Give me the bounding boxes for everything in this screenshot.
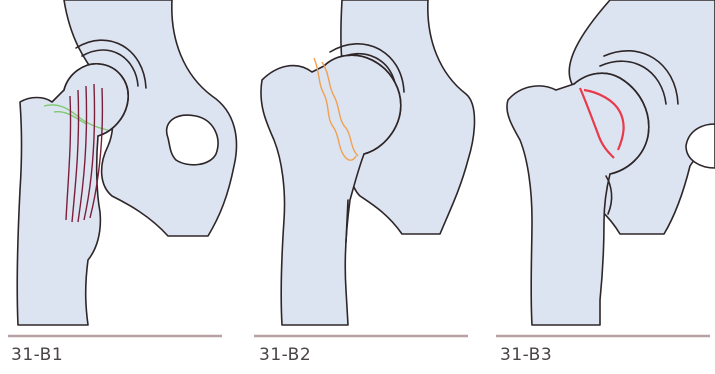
panel-label-31-b3: 31-B3 xyxy=(500,345,552,365)
panel-31-b2 xyxy=(254,0,475,336)
panel-31-b3 xyxy=(496,0,715,336)
obturator-foramen-b1 xyxy=(167,115,218,165)
panel-31-b1 xyxy=(8,0,236,336)
panel-label-31-b2: 31-B2 xyxy=(259,345,311,365)
panel-label-31-b1: 31-B1 xyxy=(11,345,63,365)
